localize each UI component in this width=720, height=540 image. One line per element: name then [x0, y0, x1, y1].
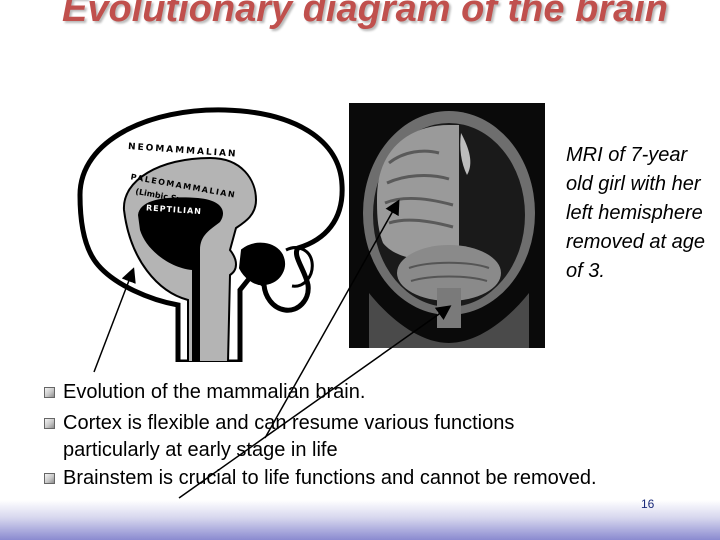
bullet-text-continuation: particularly at early stage in life [63, 439, 338, 461]
bullet-list: Evolution of the mammalian brain. Cortex… [44, 377, 714, 494]
bullet-text: Cortex is flexible and can resume variou… [63, 412, 515, 434]
checkbox-bullet-icon [44, 473, 55, 484]
bullet-item: Cortex is flexible and can resume variou… [44, 408, 714, 463]
checkbox-bullet-icon [44, 387, 55, 398]
mri-caption: MRI of 7-year old girl with her left hem… [566, 144, 705, 282]
bullet-item: Brainstem is crucial to life functions a… [44, 463, 714, 494]
bullet-text: Evolution of the mammalian brain. [63, 381, 366, 403]
brain-evolution-diagram: NEOMAMMALIAN PALEOMAMMALIAN (Limbic Syst… [77, 107, 345, 362]
checkbox-bullet-icon [44, 418, 55, 429]
slide-title: Evolutionary diagram of the brain [62, 0, 668, 30]
mri-scan-drawing [349, 103, 545, 348]
cerebellum-shape [238, 242, 285, 286]
bullet-text: Brainstem is crucial to life functions a… [63, 467, 597, 489]
page-number: 16 [641, 497, 655, 511]
mri-scan-image [349, 103, 545, 348]
bullet-item: Evolution of the mammalian brain. [44, 377, 714, 408]
label-reptilian: REPTILIAN [146, 203, 202, 216]
reptilian-region [138, 197, 224, 362]
bottom-gradient-band [0, 500, 720, 540]
